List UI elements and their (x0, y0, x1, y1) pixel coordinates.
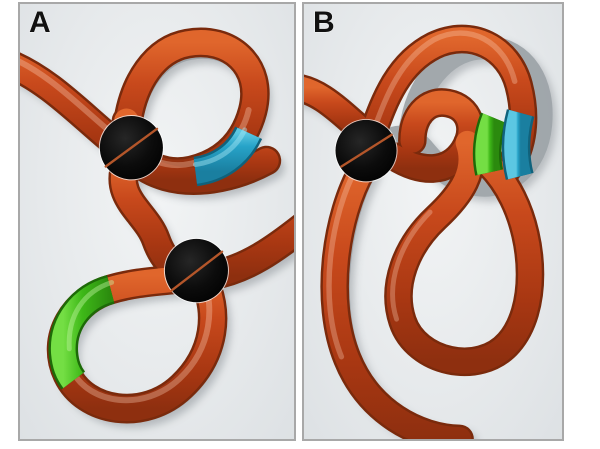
node-slit-line (170, 250, 224, 292)
panel-b-strand-diagram (304, 24, 553, 439)
green-segment-a (48, 275, 116, 390)
node-slit-line (104, 127, 159, 168)
panel-a: A (18, 2, 296, 441)
green-segment-b (472, 112, 508, 176)
panel-b: B (302, 2, 564, 441)
node-slit-line (340, 133, 393, 168)
crossing-node-lower (163, 237, 229, 304)
panel-a-label: A (29, 6, 51, 39)
cyan-segment-a (192, 125, 263, 187)
strand-b-highlight (326, 30, 518, 360)
crossing-node (334, 118, 398, 183)
crossing-node-upper (98, 114, 164, 181)
panel-b-label: B (313, 6, 335, 39)
panel-a-strand-diagram (20, 27, 294, 424)
cyan-segment-b (501, 109, 535, 180)
